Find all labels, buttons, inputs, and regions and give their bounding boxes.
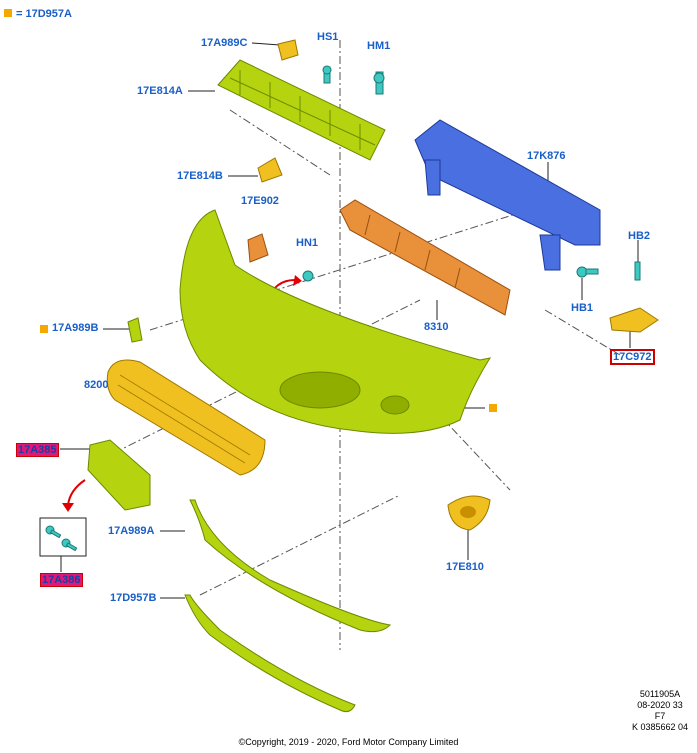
legend-marker-icon [4,9,12,17]
meta-line-3: F7 [654,711,666,721]
arrow-head-icon [293,275,302,286]
part-HB1[interactable] [576,266,599,278]
label-17A989A[interactable]: 17A989A [108,525,155,537]
part-8200[interactable] [106,359,266,476]
label-HN1[interactable]: HN1 [296,237,319,249]
meta-line-4: K 0385662 04 [631,722,689,732]
label-8310[interactable]: 8310 [424,321,449,333]
legend-marker-icon [40,325,48,333]
legend-text: = 17D957A [16,8,72,20]
label-17E814A[interactable]: 17E814A [137,85,183,97]
label-17A989C[interactable]: 17A989C [201,37,248,49]
part-17K876[interactable] [414,119,601,271]
part-17D957B[interactable] [184,594,356,713]
part-bumper-cover[interactable] [179,209,492,434]
meta-line-1: 5011905A [639,689,681,699]
label-17E814B[interactable]: 17E814B [177,170,223,182]
label-17D957B[interactable]: 17D957B [110,592,157,604]
arrow-head-icon [62,503,74,512]
part-HB2[interactable] [634,261,641,281]
part-17E902[interactable] [247,233,269,263]
part-17E810[interactable] [447,495,491,531]
part-HS1[interactable] [322,65,332,84]
label-17E902[interactable]: 17E902 [241,195,279,207]
meta-line-2: 08-2020 33 [637,700,683,710]
label-17A386[interactable]: 17A386 [40,573,83,587]
part-17A989A[interactable] [189,499,392,633]
part-17E814B[interactable] [257,157,283,183]
part-HN1[interactable] [302,270,314,282]
part-HM1[interactable] [373,71,385,95]
label-HB2[interactable]: HB2 [628,230,651,242]
part-17C972[interactable] [609,307,659,333]
label-17K876[interactable]: 17K876 [527,150,566,162]
part-8310[interactable] [339,199,511,316]
part-17A386[interactable] [39,517,87,557]
legend-marker-icon [489,404,497,412]
label-HS1[interactable]: HS1 [317,31,339,43]
label-HB1[interactable]: HB1 [571,302,594,314]
label-17E810[interactable]: 17E810 [446,561,484,573]
label-HM1[interactable]: HM1 [367,40,391,52]
label-8200[interactable]: 8200 [84,379,109,391]
part-17A385[interactable] [87,439,151,511]
diagram-meta: 5011905A 08-2020 33 F7 K 0385662 04 [620,689,697,733]
part-17E814A[interactable] [217,59,386,161]
label-17C972[interactable]: 17C972 [610,349,655,365]
label-17A989B[interactable]: 17A989B [52,322,99,334]
label-17A385[interactable]: 17A385 [16,443,59,457]
copyright: ©Copyright, 2019 - 2020, Ford Motor Comp… [238,737,459,747]
arrow-icon [67,479,86,506]
legend: = 17D957A [4,8,72,20]
part-17A989B[interactable] [127,317,143,343]
part-17A989C[interactable] [277,39,299,61]
